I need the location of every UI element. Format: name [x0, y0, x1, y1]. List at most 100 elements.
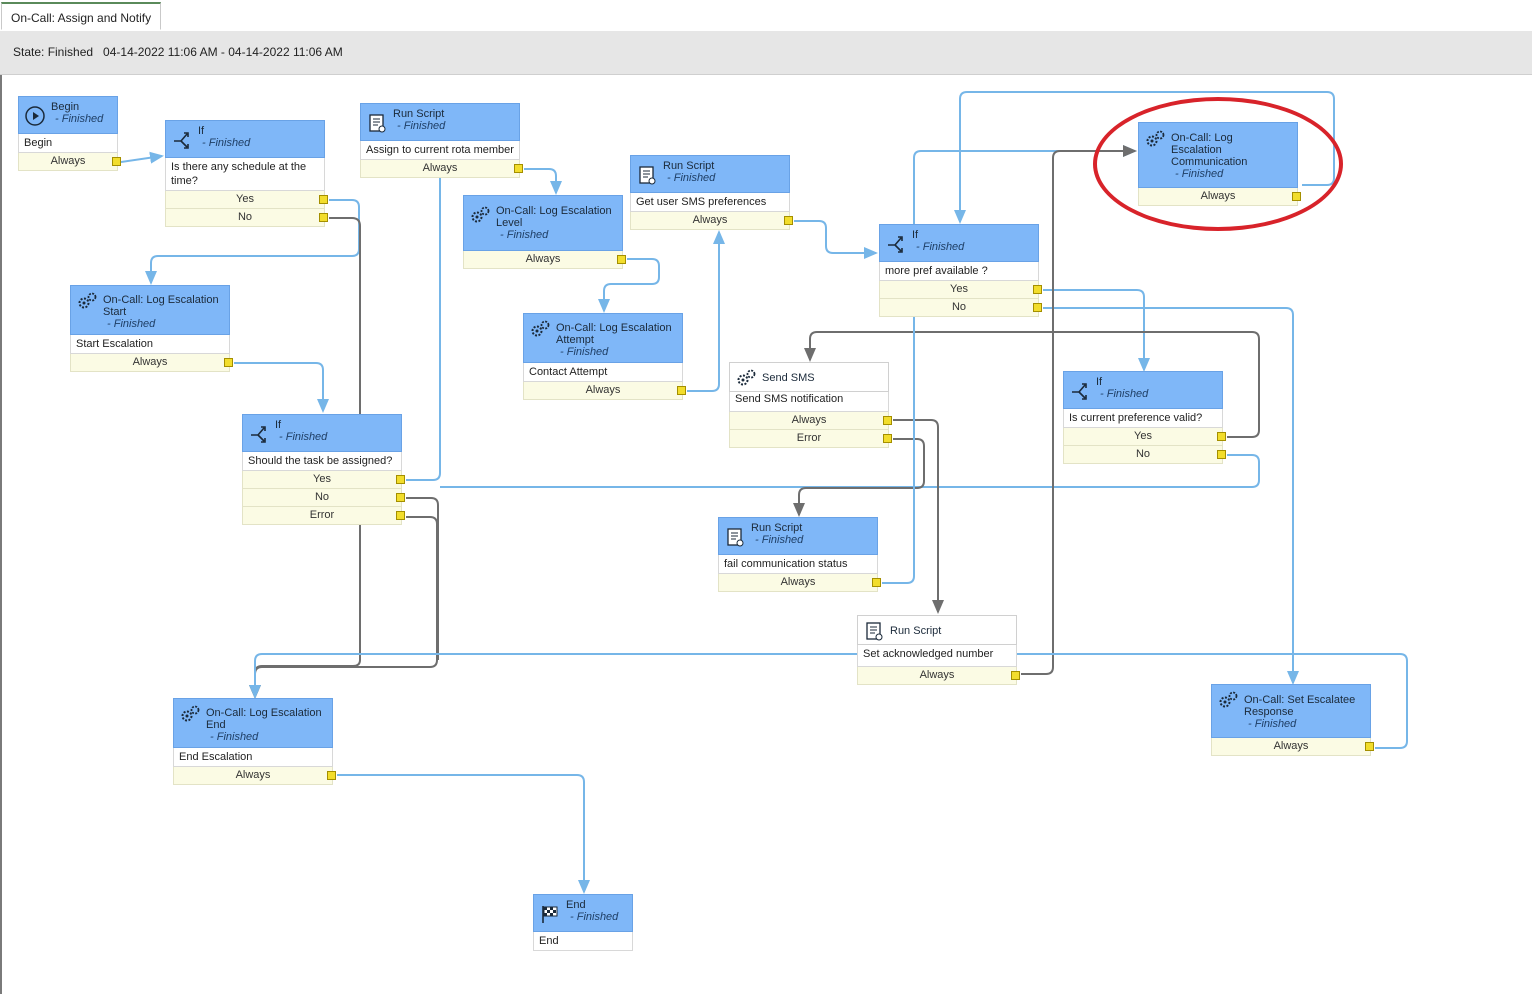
node-if-more-pref[interactable]: If- Finished more pref available ? Yes N…	[879, 224, 1042, 317]
node-run-sms-pref[interactable]: Run Script- Finished Get user SMS prefer…	[630, 155, 793, 230]
node-run-fail[interactable]: Run Script- Finished fail communication …	[718, 517, 881, 592]
node-title: End	[566, 899, 586, 911]
node-end[interactable]: End- Finished End	[533, 894, 633, 951]
node-desc: End Escalation	[173, 748, 333, 767]
node-status: - Finished	[916, 241, 965, 253]
port[interactable]	[1365, 742, 1374, 751]
node-run-assign[interactable]: Run Script- Finished Assign to current r…	[360, 103, 523, 178]
port[interactable]	[1217, 450, 1226, 459]
node-title: On-Call: Log Escalation Start	[103, 294, 219, 318]
node-log-attempt[interactable]: On-Call: Log Escalation Attempt- Finishe…	[523, 313, 686, 400]
node-title: If	[275, 419, 282, 431]
transition-no[interactable]: No	[165, 209, 328, 227]
port[interactable]	[396, 493, 405, 502]
transition-yes[interactable]: Yes	[1063, 428, 1226, 446]
transition-no[interactable]: No	[242, 489, 405, 507]
transition-always[interactable]: Always	[729, 412, 892, 430]
node-log-level[interactable]: On-Call: Log Escalation Level- Finished …	[463, 195, 626, 269]
branch-icon	[174, 132, 189, 149]
wire-if-more-yes	[1043, 289, 1150, 372]
port[interactable]	[514, 164, 523, 173]
node-if-schedule[interactable]: If- Finished Is there any schedule at th…	[165, 120, 328, 227]
transition-yes[interactable]: Yes	[879, 281, 1042, 299]
node-log-communication[interactable]: On-Call: Log Escalation Communication- F…	[1138, 122, 1301, 206]
transition-error[interactable]: Error	[242, 507, 405, 525]
port[interactable]	[1292, 192, 1301, 201]
transition-yes[interactable]: Yes	[165, 191, 328, 209]
branch-icon	[251, 426, 266, 443]
wire-log-start-to-if-assign	[234, 362, 329, 413]
node-log-end[interactable]: On-Call: Log Escalation End- Finished En…	[173, 698, 336, 785]
gears-icon	[181, 705, 200, 722]
gears-icon	[471, 206, 490, 223]
checkered-flag-icon	[542, 906, 558, 923]
port[interactable]	[883, 434, 892, 443]
node-title: On-Call: Log Escalation Attempt	[556, 322, 672, 346]
tab-workflow[interactable]: On-Call: Assign and Notify	[1, 2, 162, 30]
wire-if-assign-no	[406, 497, 439, 660]
port[interactable]	[396, 511, 405, 520]
transition-always[interactable]: Always	[1211, 738, 1374, 756]
port[interactable]	[396, 475, 405, 484]
node-desc: Contact Attempt	[523, 363, 683, 382]
port[interactable]	[224, 358, 233, 367]
port[interactable]	[112, 157, 121, 166]
node-desc: fail communication status	[718, 555, 878, 574]
port[interactable]	[1011, 671, 1020, 680]
node-begin[interactable]: Begin- Finished Begin Always	[18, 96, 121, 171]
port[interactable]	[1217, 432, 1226, 441]
node-desc: Get user SMS preferences	[630, 193, 790, 212]
port[interactable]	[677, 386, 686, 395]
wire-fail-to-log-comm	[882, 145, 1137, 584]
port[interactable]	[883, 416, 892, 425]
transition-no[interactable]: No	[879, 299, 1042, 317]
highlight-circle	[1093, 97, 1343, 231]
port[interactable]	[872, 578, 881, 587]
transition-always[interactable]: Always	[173, 767, 336, 785]
canvas-left-border	[0, 75, 2, 994]
transition-always[interactable]: Always	[18, 153, 121, 171]
wire-send-sms-always	[893, 419, 944, 614]
transition-always[interactable]: Always	[857, 667, 1020, 685]
wire-set-resp-loop	[249, 653, 1408, 749]
node-if-assign[interactable]: If- Finished Should the task be assigned…	[242, 414, 405, 525]
node-status: - Finished	[107, 318, 156, 330]
node-status: - Finished	[570, 911, 619, 923]
node-run-ack[interactable]: Run Script Set acknowledged number Alway…	[857, 615, 1020, 685]
play-icon	[25, 106, 45, 126]
node-send-sms[interactable]: Send SMS Send SMS notification Always Er…	[729, 362, 892, 448]
node-title: If	[912, 229, 919, 241]
node-set-response[interactable]: On-Call: Set Escalatee Response- Finishe…	[1211, 684, 1374, 756]
transition-always[interactable]: Always	[718, 574, 881, 592]
port[interactable]	[319, 213, 328, 222]
port[interactable]	[327, 771, 336, 780]
port[interactable]	[319, 195, 328, 204]
node-status: - Finished	[500, 229, 549, 241]
transition-always[interactable]: Always	[70, 354, 233, 372]
port[interactable]	[784, 216, 793, 225]
node-title: If	[198, 125, 205, 137]
node-desc: Is there any schedule at the time?	[165, 158, 325, 191]
transition-yes[interactable]: Yes	[242, 471, 405, 489]
node-title: On-Call: Log Escalation End	[206, 707, 322, 731]
wire-if-valid-no	[440, 454, 1260, 488]
transition-error[interactable]: Error	[729, 430, 892, 448]
transition-always[interactable]: Always	[630, 212, 793, 230]
node-title: Run Script	[751, 522, 803, 534]
node-if-pref-valid[interactable]: If- Finished Is current preference valid…	[1063, 371, 1226, 464]
transition-always[interactable]: Always	[360, 160, 523, 178]
node-desc: Send SMS notification	[729, 392, 889, 412]
transition-always[interactable]: Always	[1138, 188, 1301, 206]
node-title: Send SMS	[762, 372, 815, 384]
transition-always[interactable]: Always	[463, 251, 626, 269]
port[interactable]	[1033, 285, 1042, 294]
transition-no[interactable]: No	[1063, 446, 1226, 464]
port[interactable]	[617, 255, 626, 264]
node-status: - Finished	[55, 113, 104, 125]
node-log-start[interactable]: On-Call: Log Escalation Start- Finished …	[70, 285, 233, 372]
port[interactable]	[1033, 303, 1042, 312]
transition-always[interactable]: Always	[523, 382, 686, 400]
wire-send-sms-error	[793, 438, 925, 517]
wire-ack-to-log-comm	[1021, 145, 1137, 675]
